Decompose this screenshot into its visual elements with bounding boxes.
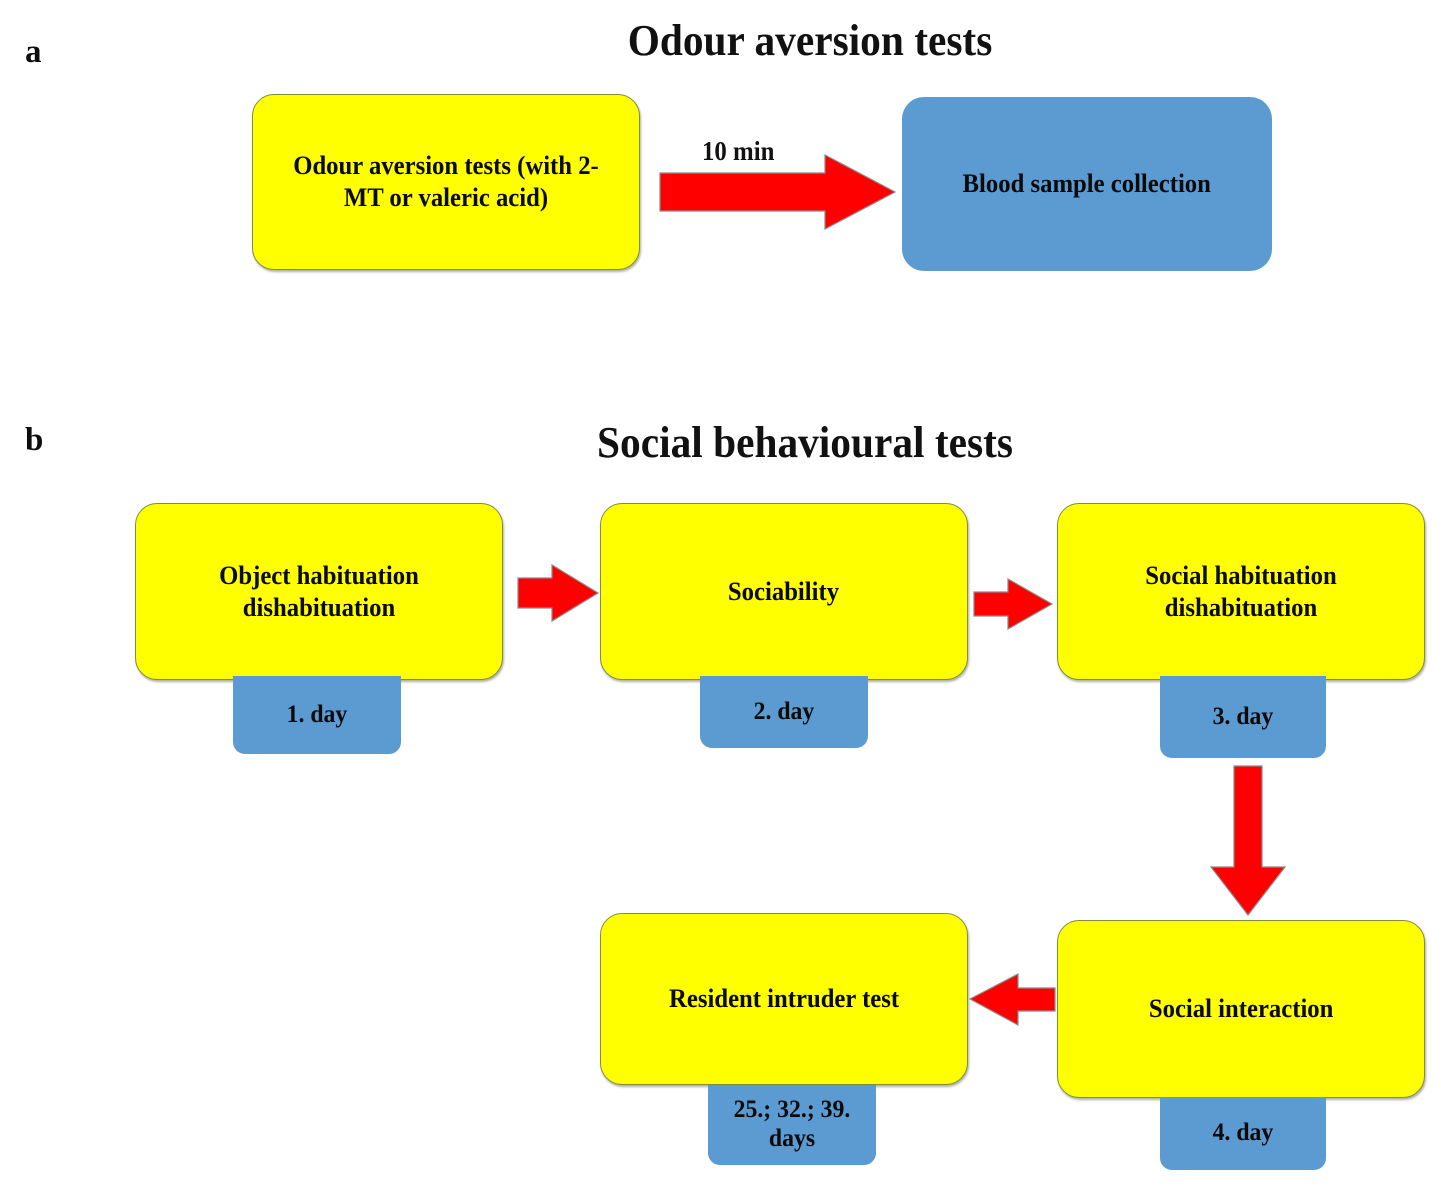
node-odour-aversion-tests[interactable]: Odour aversion tests (with 2-MT or valer… (252, 94, 640, 270)
arrow-10-min-label: 10 min (702, 136, 775, 166)
node-social-habituation[interactable]: Social habituation dishabituation (1057, 503, 1425, 680)
arrow-sociability-to-social-habituation-icon (973, 577, 1054, 631)
panel-letter-a: a (25, 34, 42, 70)
day-badge-social-habituation-label: 3. day (1212, 702, 1274, 730)
node-object-habituation[interactable]: Object habituation dishabituation (135, 503, 503, 680)
node-social-habituation-label: Social habituation dishabituation (1145, 560, 1337, 622)
panel-b-title: Social behavioural tests (597, 418, 1013, 467)
day-badge-social-habituation: 3. day (1160, 676, 1326, 758)
node-object-habituation-label: Object habituation dishabituation (219, 560, 419, 622)
day-badge-sociability-label: 2. day (753, 697, 815, 725)
node-social-interaction-label: Social interaction (1148, 994, 1334, 1024)
arrow-social-interaction-to-resident-intruder-icon (968, 973, 1056, 1027)
arrow-social-habituation-to-social-interaction-icon (1209, 765, 1287, 916)
node-social-interaction[interactable]: Social interaction (1057, 920, 1425, 1098)
day-badge-object-habituation-label: 1. day (286, 700, 348, 728)
node-blood-sample-collection[interactable]: Blood sample collection (902, 97, 1272, 271)
node-sociability[interactable]: Sociability (600, 503, 968, 680)
arrow-10-min-icon (659, 154, 897, 230)
node-odour-aversion-tests-label: Odour aversion tests (with 2-MT or valer… (293, 151, 599, 212)
day-badge-object-habituation: 1. day (233, 676, 401, 754)
node-sociability-label: Sociability (728, 576, 840, 606)
node-resident-intruder-test-label: Resident intruder test (668, 984, 900, 1014)
node-blood-sample-collection-label: Blood sample collection (962, 169, 1212, 199)
day-badge-social-interaction: 4. day (1160, 1097, 1326, 1170)
day-badge-resident-intruder-test-label: 25.; 32.; 39. days (733, 1096, 851, 1152)
node-resident-intruder-test[interactable]: Resident intruder test (600, 913, 968, 1085)
day-badge-sociability: 2. day (700, 676, 868, 748)
panel-letter-b: b (25, 422, 44, 458)
panel-a-title: Odour aversion tests (627, 16, 993, 65)
day-badge-resident-intruder-test: 25.; 32.; 39. days (708, 1085, 876, 1165)
day-badge-social-interaction-label: 4. day (1212, 1119, 1274, 1147)
arrow-object-to-sociability-icon (517, 563, 600, 623)
